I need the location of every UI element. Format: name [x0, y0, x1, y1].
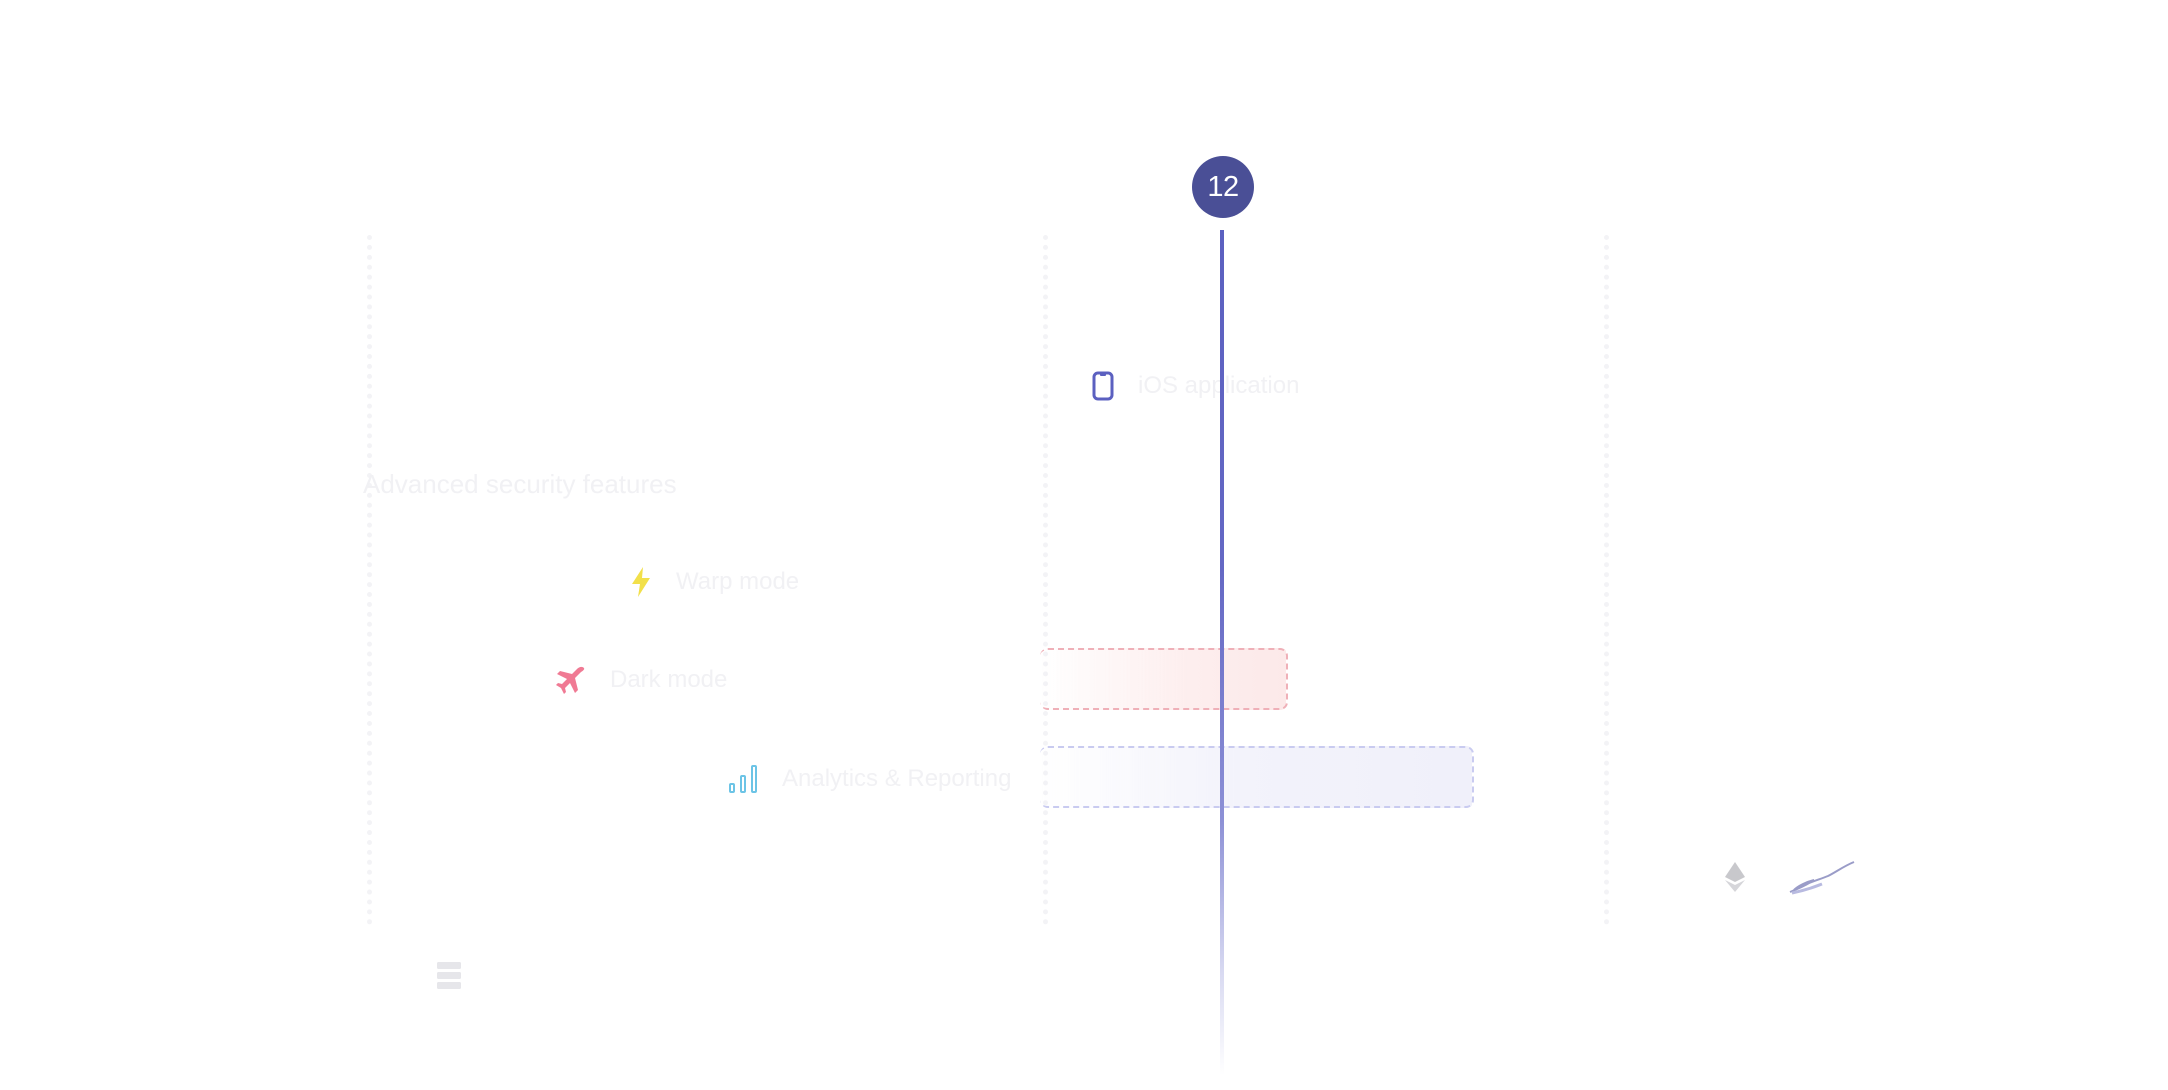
timeline-marker-line[interactable] — [1220, 230, 1224, 1075]
roadmap-item-label: Analytics & Reporting — [782, 765, 1012, 792]
roadmap-item-warp-mode[interactable]: Warp mode — [630, 566, 799, 598]
phone-icon — [1092, 371, 1114, 401]
grid-column-line — [1604, 235, 1609, 925]
database-icon — [436, 961, 462, 996]
roadmap-item-dark-mode[interactable]: Dark mode — [556, 665, 727, 695]
ethereum-icon — [1724, 861, 1746, 898]
signature-icon — [1788, 858, 1856, 901]
analytics-progress-bar[interactable] — [1040, 746, 1474, 808]
airplane-icon — [556, 665, 586, 695]
roadmap-item-ios-application[interactable]: iOS application — [1092, 371, 1299, 401]
timeline-marker-badge[interactable]: 12 — [1192, 156, 1254, 218]
timeline-marker-value: 12 — [1207, 170, 1239, 203]
logo-strip — [1724, 858, 1856, 901]
roadmap-item-label: iOS application — [1138, 372, 1300, 399]
section-title: Advanced security features — [363, 469, 677, 499]
roadmap-item-analytics-reporting[interactable]: Analytics & Reporting — [728, 764, 1011, 794]
lightning-icon — [630, 566, 652, 598]
dark-mode-progress-bar[interactable] — [1040, 648, 1288, 710]
grid-column-line — [367, 235, 372, 925]
roadmap-item-label: Dark mode — [610, 666, 728, 693]
bar-chart-icon — [728, 764, 758, 794]
roadmap-item-label: Warp mode — [676, 568, 800, 595]
grid-column-line — [1043, 235, 1048, 925]
